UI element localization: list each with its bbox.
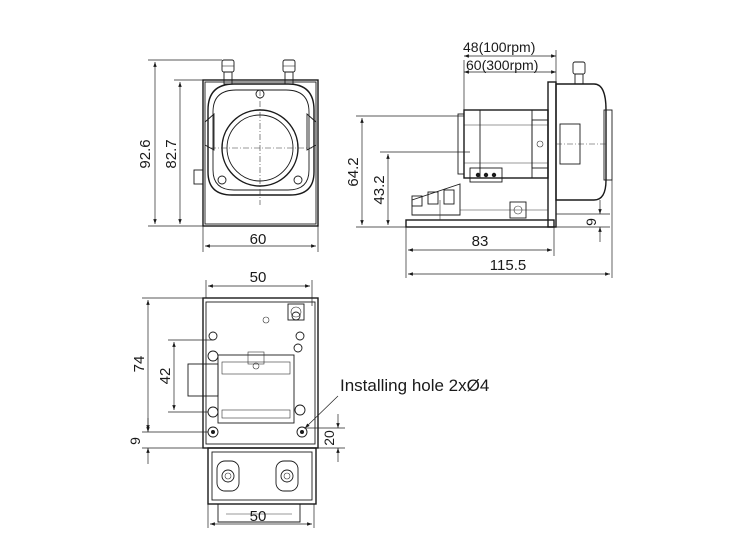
bottom-dim-9-label: 9 bbox=[127, 437, 143, 445]
front-height-total-label: 92.6 bbox=[137, 139, 154, 168]
base-plate bbox=[405, 219, 555, 228]
tube-nozzle-right bbox=[282, 59, 296, 85]
side-speed-100-label: 48(100rpm) bbox=[463, 39, 535, 55]
side-height-total-label: 64.2 bbox=[345, 157, 362, 186]
side-pump-head bbox=[555, 83, 607, 201]
installing-hole-right bbox=[296, 426, 308, 438]
bottom-dim-20-label: 20 bbox=[321, 430, 337, 446]
side-height-mid-label: 43.2 bbox=[371, 175, 388, 204]
side-length-83-label: 83 bbox=[472, 233, 489, 250]
front-height-body-label: 82.7 bbox=[163, 139, 180, 168]
bottom-width-top-label: 50 bbox=[250, 269, 267, 286]
bottom-port-left bbox=[216, 460, 240, 492]
bottom-view: 50 74 42 9 20 Installing hole 2xØ4 50 bbox=[127, 269, 489, 528]
installing-hole-note: Installing hole 2xØ4 bbox=[340, 376, 489, 395]
side-speed-300-label: 60(300rpm) bbox=[466, 57, 538, 73]
bottom-height-74-label: 74 bbox=[131, 356, 148, 373]
installing-hole-left bbox=[207, 426, 219, 438]
front-width-label: 60 bbox=[250, 231, 267, 248]
side-base-label: 9 bbox=[583, 218, 599, 226]
bottom-plate bbox=[202, 297, 319, 449]
installing-hole-leader bbox=[304, 395, 339, 429]
bottom-height-42-label: 42 bbox=[157, 368, 174, 385]
bottom-width-bottom-label: 50 bbox=[250, 508, 267, 525]
tube-nozzle-left bbox=[221, 59, 235, 85]
side-view: 48(100rpm) 60(300rpm) 64.2 43.2 9 83 115… bbox=[345, 39, 613, 278]
bottom-port-right bbox=[275, 460, 299, 492]
side-length-total-label: 115.5 bbox=[490, 257, 526, 274]
front-view: 92.6 82.7 60 bbox=[137, 59, 319, 252]
pump-head-outline bbox=[207, 83, 315, 196]
